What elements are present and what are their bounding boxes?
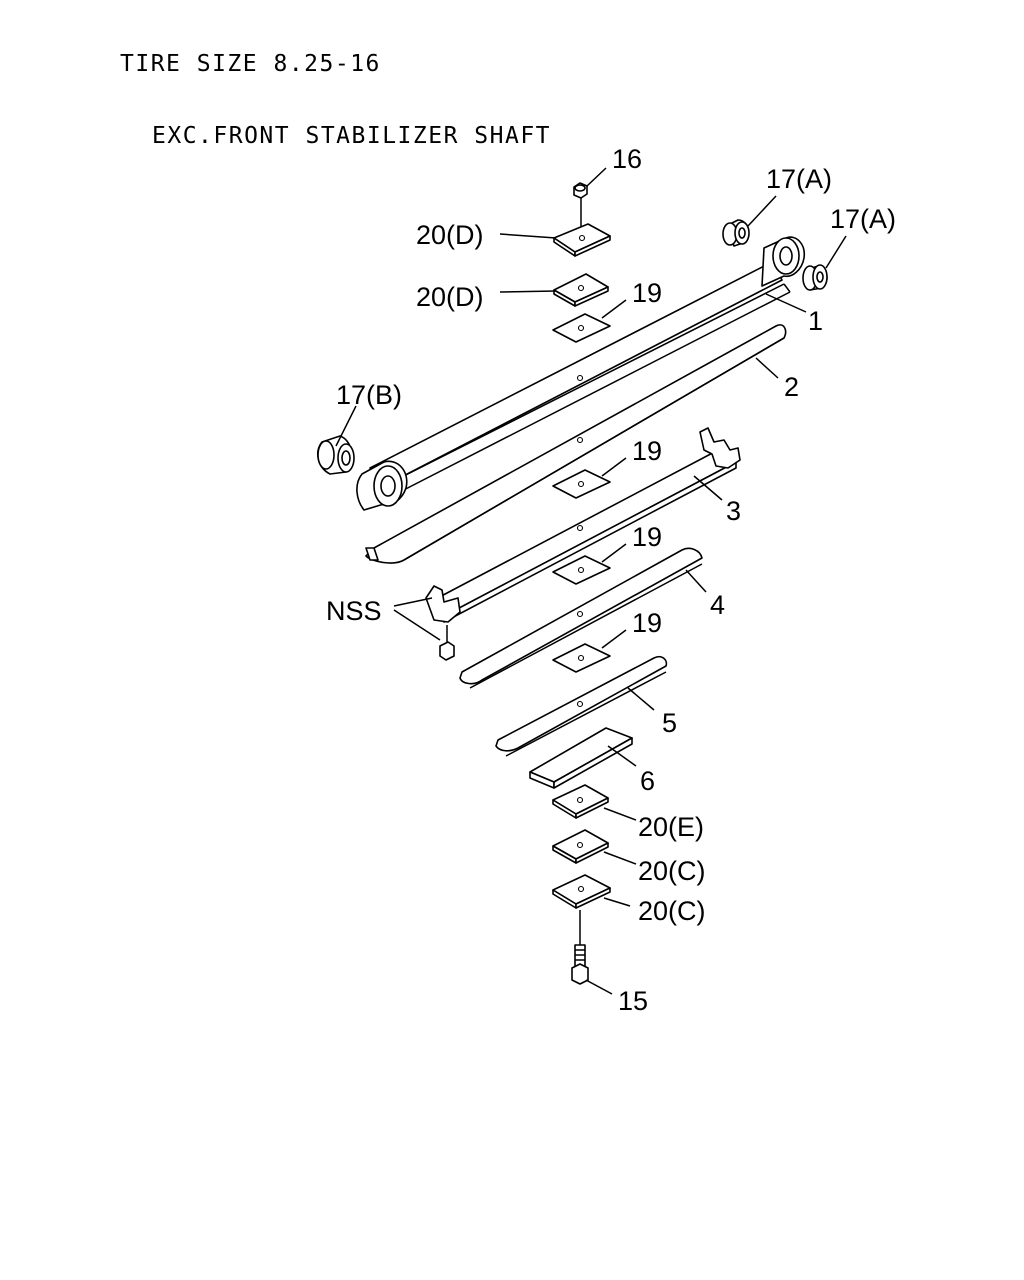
callout-17a-2: 17(A) (830, 204, 896, 234)
callout-6: 6 (640, 766, 655, 796)
callout-19-4: 19 (632, 608, 662, 638)
callout-20c-1: 20(C) (638, 856, 706, 886)
part-20d-plate-1[interactable] (553, 223, 611, 257)
part-15-center-bolt[interactable] (571, 910, 589, 985)
callout-1: 1 (808, 306, 823, 336)
callout-2: 2 (784, 372, 799, 402)
nss-bolt[interactable] (439, 625, 455, 661)
diagram-title: TIRE SIZE 8.25-16 EXC.FRONT STABILIZER S… (120, 4, 551, 172)
callout-4: 4 (710, 590, 725, 620)
callout-20d-1: 20(D) (416, 220, 484, 250)
part-5-fifth-leaf[interactable] (495, 655, 668, 757)
callout-15: 15 (618, 986, 648, 1016)
callout-nss: NSS (326, 596, 382, 626)
callout-20e: 20(E) (638, 812, 704, 842)
part-1-main-leaf[interactable] (356, 236, 806, 511)
title-line-2: EXC.FRONT STABILIZER SHAFT (152, 123, 552, 149)
part-20c-plate-1[interactable] (552, 829, 609, 864)
part-4-fourth-leaf[interactable] (459, 547, 703, 689)
part-6-sixth-leaf[interactable] (529, 727, 633, 789)
callout-3: 3 (726, 496, 741, 526)
part-19-plate-1[interactable] (552, 313, 611, 343)
callout-5: 5 (662, 708, 677, 738)
callout-20c-2: 20(C) (638, 896, 706, 926)
part-17b-bushing[interactable] (317, 435, 355, 475)
callout-19-3: 19 (632, 522, 662, 552)
part-2-second-leaf[interactable] (365, 324, 787, 564)
part-17a-bushing-2[interactable] (802, 264, 828, 291)
part-20e-plate[interactable] (552, 784, 609, 819)
part-3-third-leaf[interactable] (425, 427, 741, 623)
part-19-plate-2[interactable] (552, 469, 611, 499)
title-line-1: TIRE SIZE 8.25-16 (120, 51, 381, 77)
part-20c-plate-2[interactable] (552, 874, 611, 909)
callout-labels: 16 17(A) 17(A) 20(D) 20(D) 19 1 2 17(B) … (326, 144, 896, 1016)
part-17a-bushing-1[interactable] (722, 219, 750, 247)
part-20d-plate-2[interactable] (553, 273, 609, 307)
callout-19-1: 19 (632, 278, 662, 308)
callout-19-2: 19 (632, 436, 662, 466)
callout-20d-2: 20(D) (416, 282, 484, 312)
callout-17b: 17(B) (336, 380, 402, 410)
part-19-plate-3[interactable] (552, 555, 611, 585)
callout-17a-1: 17(A) (766, 164, 832, 194)
leader-lines (335, 167, 847, 995)
callout-16: 16 (612, 144, 642, 174)
part-19-plate-4[interactable] (552, 643, 611, 673)
